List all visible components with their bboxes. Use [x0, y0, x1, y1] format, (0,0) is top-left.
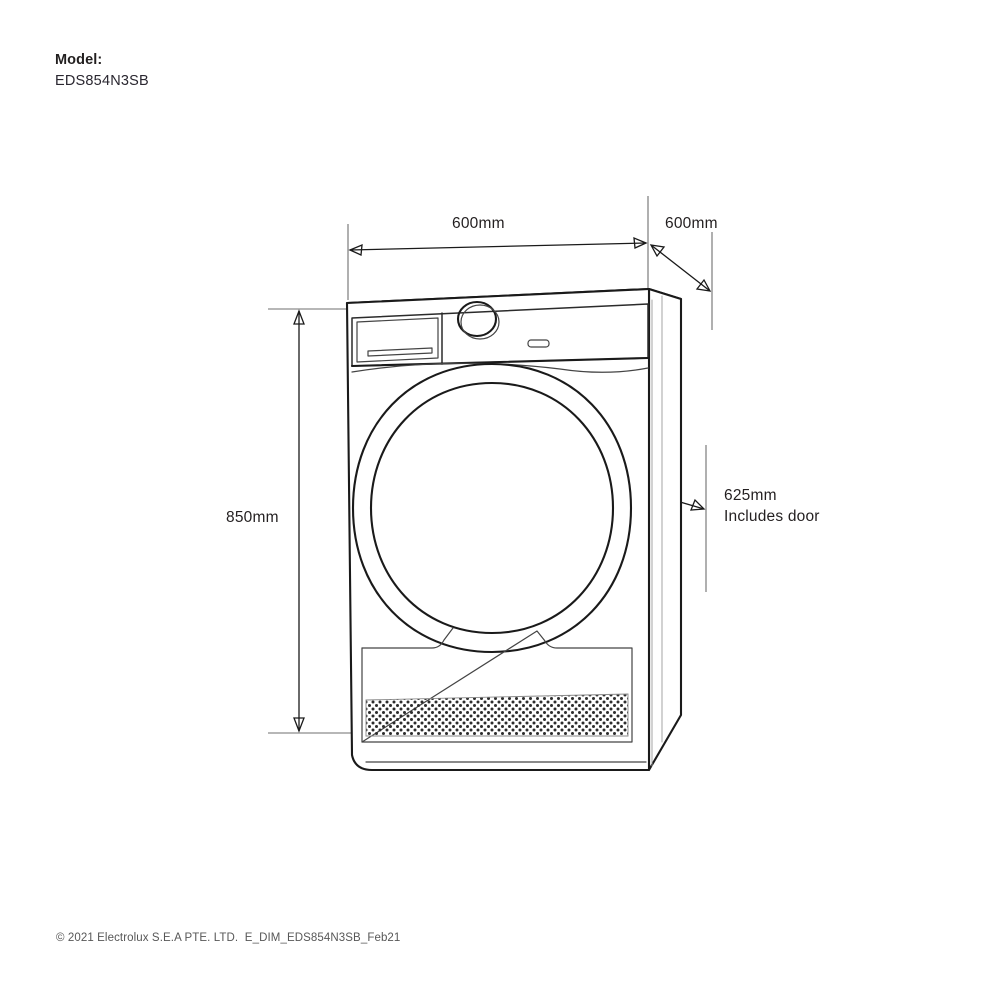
dimension-door-depth-sublabel: Includes door	[724, 508, 820, 525]
dimension-width-label: 600mm	[452, 215, 505, 232]
extension-lines	[268, 196, 713, 734]
dimension-height-label: 850mm	[226, 509, 279, 526]
model-block: Model: EDS854N3SB	[55, 50, 149, 92]
dimension-door-depth-label: 625mm	[724, 487, 777, 504]
footer-copyright: © 2021 Electrolux S.E.A PTE. LTD. E_DIM_…	[56, 932, 401, 944]
dimension-width: 600mm	[348, 215, 648, 256]
cabinet-front	[345, 287, 651, 772]
appliance-body	[345, 287, 683, 772]
dimension-depth: 600mm	[649, 215, 718, 292]
program-dial	[456, 300, 500, 340]
cabinet-top	[345, 287, 683, 316]
water-tank-drawer	[356, 317, 439, 363]
dimension-depth-label: 600mm	[665, 215, 718, 232]
model-label: Model:	[55, 52, 103, 68]
model-number: EDS854N3SB	[55, 73, 149, 90]
cabinet-right-side	[647, 287, 683, 772]
dimension-depth-with-door: 625mm Includes door	[620, 483, 820, 525]
vent-grille	[365, 693, 629, 737]
lower-panel	[361, 627, 633, 743]
control-panel	[351, 300, 649, 367]
dimension-height: 850mm	[226, 309, 305, 733]
display-indicator	[527, 339, 550, 348]
door	[351, 362, 633, 654]
